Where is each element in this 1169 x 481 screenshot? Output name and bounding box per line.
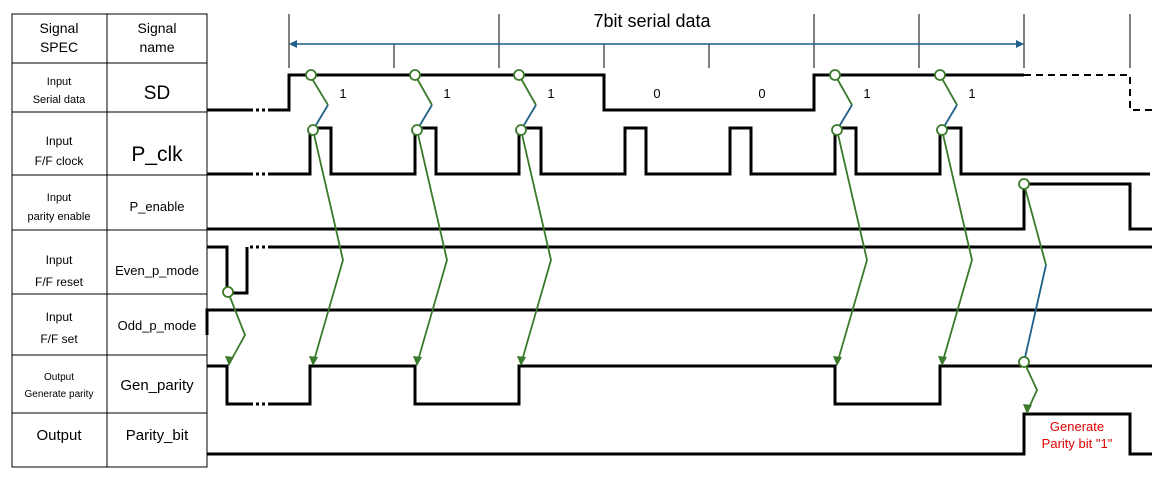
edge-marker <box>515 124 527 136</box>
reset-arrow <box>227 291 246 365</box>
row-spec-line1: Input <box>46 310 73 324</box>
arrow-head <box>413 356 422 366</box>
waveforms <box>205 73 1152 456</box>
parity-note: Generate Parity bit "1" <box>1042 419 1113 451</box>
sd-link-arrow <box>310 76 329 106</box>
penable-waveform <box>207 182 1152 231</box>
clk-to-parity-arrow <box>941 129 973 365</box>
edge-marker <box>411 124 423 136</box>
bit-span-marker: 7bit serial data <box>288 11 1131 68</box>
pclk-waveform <box>207 126 1150 176</box>
clk-to-parity-arrow <box>520 129 552 365</box>
bit-label: 0 <box>758 86 765 101</box>
row-spec-line1: Input <box>46 134 73 148</box>
bit-label: 1 <box>863 86 870 101</box>
sd-waveform <box>207 73 1024 112</box>
edge-marker <box>222 286 234 298</box>
parity-bit-waveform <box>207 412 1152 456</box>
arrow-head <box>517 356 526 366</box>
enable-arrow <box>1023 264 1047 363</box>
edge-marker <box>1018 356 1030 368</box>
header-name-line1: Signal <box>138 20 177 36</box>
bit-labels: 1 1 1 0 0 1 1 <box>339 86 975 101</box>
header-spec-line2: SPEC <box>40 39 78 55</box>
row-spec-line2: F/F clock <box>35 154 85 168</box>
row-spec-line2: Serial data <box>33 94 86 106</box>
enable-arrow <box>1023 361 1038 413</box>
signal-table: Signal SPEC Signal name Input Serial dat… <box>11 13 208 468</box>
arrow-head <box>309 356 318 366</box>
bit-label: 1 <box>968 86 975 101</box>
header-spec-line1: Signal <box>40 20 79 36</box>
row-signal-name: SD <box>144 83 170 104</box>
table-border <box>11 13 208 468</box>
causality-arrows <box>222 69 1047 414</box>
gen-parity-waveform <box>207 364 1152 406</box>
row-spec-line1: Input <box>47 192 71 204</box>
edge-marker <box>513 69 525 81</box>
edge-marker <box>829 69 841 81</box>
row-spec-line2: F/F reset <box>35 275 84 289</box>
row-signal-name: P_enable <box>130 199 185 214</box>
row-spec-line2: F/F set <box>40 332 78 346</box>
row-signal-name: Parity_bit <box>126 427 189 444</box>
note-line1: Generate <box>1050 419 1104 434</box>
row-signal-name: P_clk <box>131 143 183 166</box>
clk-to-parity-arrow <box>416 129 448 365</box>
sd-waveform-future <box>1024 74 1152 111</box>
row-signal-name: Even_p_mode <box>115 263 199 278</box>
arrow-head <box>833 356 842 366</box>
span-arrow-head-right <box>1016 40 1024 48</box>
row-spec-line1: Input <box>46 253 73 267</box>
arrow-head <box>225 356 234 366</box>
edge-marker <box>305 69 317 81</box>
row-spec-line1: Output <box>36 427 82 444</box>
bit-label: 1 <box>443 86 450 101</box>
row-spec-line1: Input <box>47 76 71 88</box>
edge-marker <box>1018 178 1030 190</box>
edge-marker <box>934 69 946 81</box>
note-line2: Parity bit "1" <box>1042 436 1113 451</box>
row-spec-line2: parity enable <box>28 211 91 223</box>
bit-label: 0 <box>653 86 660 101</box>
row-signal-name: Gen_parity <box>120 377 194 394</box>
arrow-head <box>938 356 947 366</box>
span-arrow-head-left <box>289 40 297 48</box>
even-p-mode-waveform <box>207 245 1152 295</box>
span-label: 7bit serial data <box>593 11 711 31</box>
clk-to-parity-arrow <box>312 129 344 365</box>
edge-marker <box>307 124 319 136</box>
edge-marker <box>831 124 843 136</box>
bit-label: 1 <box>339 86 346 101</box>
row-spec-line2: Generate parity <box>25 389 94 400</box>
edge-marker <box>936 124 948 136</box>
clk-to-parity-arrow <box>836 129 868 365</box>
edge-marker <box>409 69 421 81</box>
bit-label: 1 <box>547 86 554 101</box>
row-signal-name: Odd_p_mode <box>118 318 197 333</box>
header-name-line2: name <box>139 39 174 55</box>
odd-p-mode-waveform <box>205 308 1152 335</box>
arrow-head <box>1023 404 1032 414</box>
row-spec-line1: Output <box>44 372 74 383</box>
enable-arrow <box>1023 183 1047 266</box>
